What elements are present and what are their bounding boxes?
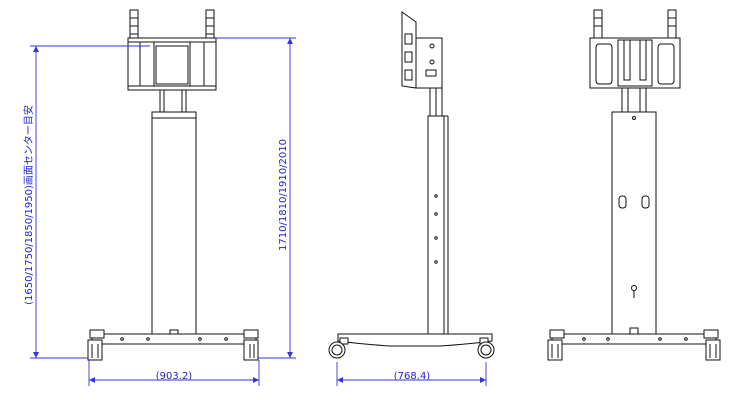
- side-dimensions: (768.4): [336, 362, 487, 386]
- total-height-label: 1710/1810/1910/2010: [278, 139, 289, 251]
- front-dimensions: (1650/1750/1850/1950)画面センター目安 1710/1810/…: [22, 37, 296, 386]
- rear-mount-plate: [589, 37, 681, 89]
- rear-view: [547, 9, 721, 361]
- screen-center-height-label: (1650/1750/1850/1950)画面センター目安: [22, 105, 35, 305]
- rear-base: [551, 333, 717, 345]
- front-view: [87, 9, 259, 361]
- side-bracket: [401, 11, 443, 89]
- rear-caster-left: [547, 329, 565, 361]
- front-width-label: (903.2): [156, 371, 193, 382]
- side-view: [328, 11, 495, 359]
- side-base: [337, 333, 493, 347]
- front-caster-right: [243, 329, 259, 361]
- side-wheel-right: [477, 337, 495, 359]
- rear-neck: [621, 87, 647, 113]
- front-column: [151, 111, 197, 336]
- side-wheel-left: [328, 337, 349, 359]
- side-column: [427, 115, 449, 335]
- rear-column: [611, 111, 657, 335]
- front-caster-left: [87, 329, 105, 361]
- rear-caster-right: [703, 329, 721, 361]
- front-base: [91, 333, 257, 345]
- side-depth-label: (768.4): [394, 371, 431, 382]
